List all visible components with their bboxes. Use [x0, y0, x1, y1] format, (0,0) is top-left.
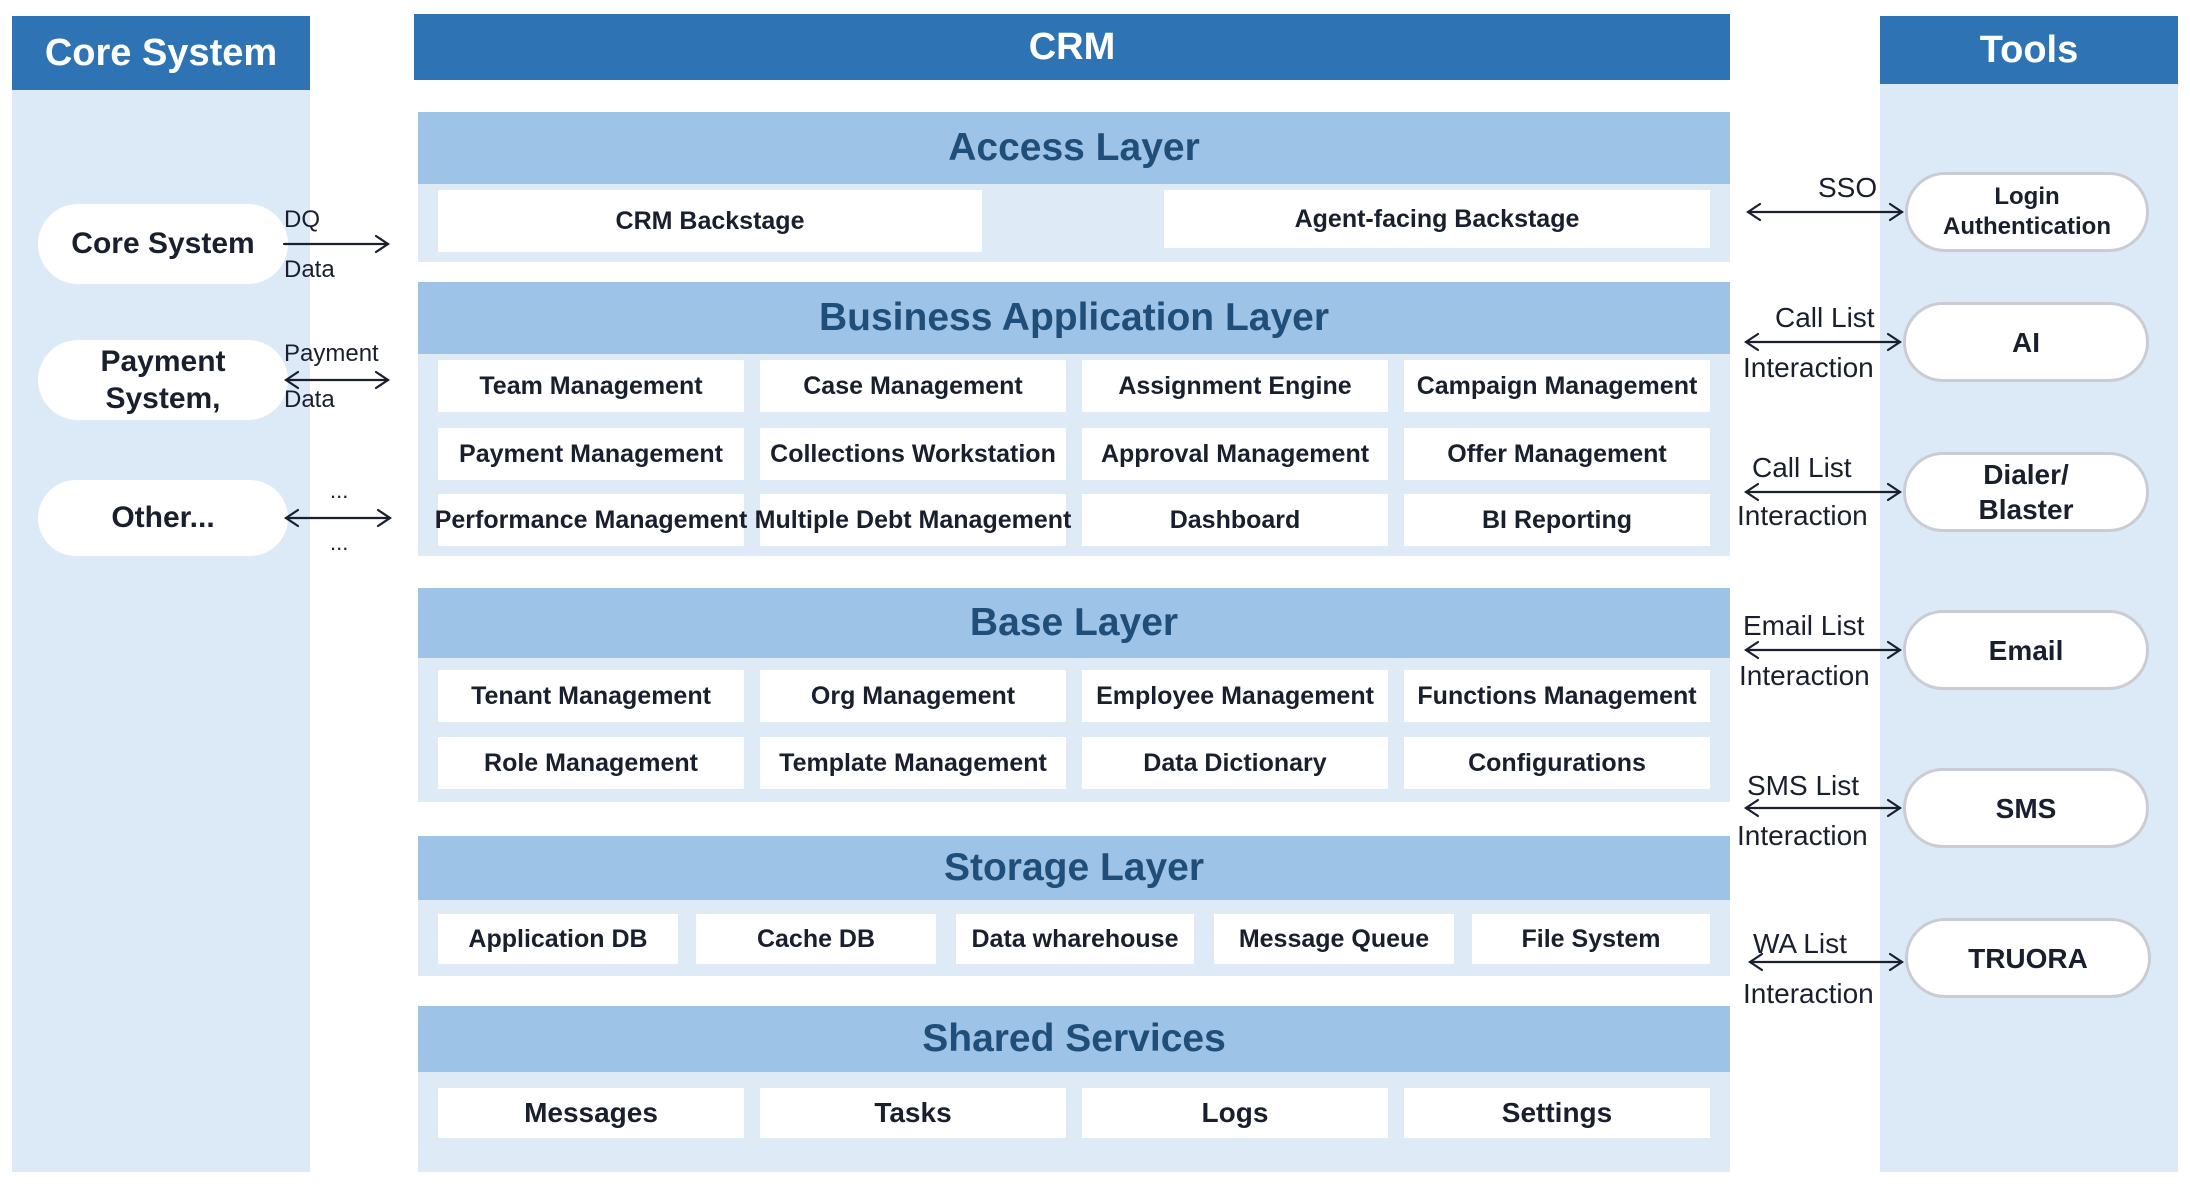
business-module: BI Reporting [1404, 494, 1710, 546]
storage-module: Application DB [438, 914, 678, 964]
wa-top-label: WA List [1753, 928, 1847, 959]
truora-arrow [1748, 952, 1904, 972]
tool-email: Email [1903, 610, 2149, 690]
tool-truora: TRUORA [1905, 918, 2151, 998]
business-module: Multiple Debt Management [755, 494, 1071, 546]
tool-login-authentication: Login Authentication [1905, 172, 2149, 252]
shared-service-module: Messages [438, 1088, 744, 1138]
business-module: Performance Management [435, 494, 747, 546]
ai-top-label: Call List [1775, 302, 1875, 333]
base-module: Employee Management [1082, 670, 1388, 722]
base-layer-title: Base Layer [418, 588, 1730, 658]
sms-bottom-label: Interaction [1737, 820, 1868, 851]
base-module: Configurations [1404, 737, 1710, 789]
payment-system-arrow [284, 370, 390, 390]
dq-label: DQ [284, 206, 320, 233]
sso-arrow [1746, 202, 1904, 222]
core-system-panel-title: Core System [12, 16, 310, 90]
tool-ai: AI [1903, 302, 2149, 382]
crm-backstage-box: CRM Backstage [438, 190, 982, 252]
base-module: Tenant Management [438, 670, 744, 722]
tool-dialer-blaster: Dialer/ Blaster [1903, 452, 2149, 532]
tool-sms: SMS [1903, 768, 2149, 848]
tools-panel-title: Tools [1880, 16, 2178, 84]
business-module: Case Management [760, 360, 1066, 412]
business-module: Collections Workstation [760, 428, 1066, 480]
dialer-top-label: Call List [1752, 452, 1852, 483]
payment-data-label: Data [284, 386, 335, 413]
business-module: Payment Management [438, 428, 744, 480]
storage-module: Data wharehouse [956, 914, 1194, 964]
core-system-node: Core System [38, 204, 288, 284]
base-module: Template Management [760, 737, 1066, 789]
shared-service-module: Logs [1082, 1088, 1388, 1138]
business-module: Approval Management [1082, 428, 1388, 480]
sso-label: SSO [1818, 172, 1878, 203]
business-module: Offer Management [1404, 428, 1710, 480]
ai-arrow [1744, 332, 1902, 352]
business-application-layer-title: Business Application Layer [418, 282, 1730, 354]
dq-data-label: Data [284, 256, 335, 283]
truora-bottom-label: Interaction [1743, 978, 1874, 1009]
business-module: Team Management [438, 360, 744, 412]
storage-layer-title: Storage Layer [418, 836, 1730, 900]
dialer-arrow [1744, 482, 1902, 502]
business-module: Dashboard [1082, 494, 1388, 546]
base-module: Role Management [438, 737, 744, 789]
base-module: Functions Management [1404, 670, 1710, 722]
other-system-arrow [284, 508, 392, 528]
shared-service-module: Settings [1404, 1088, 1710, 1138]
email-arrow [1744, 640, 1902, 660]
other-system-node: Other... [38, 480, 288, 556]
agent-facing-backstage-box: Agent-facing Backstage [1164, 190, 1710, 248]
storage-module: Cache DB [696, 914, 936, 964]
base-module: Org Management [760, 670, 1066, 722]
sms-arrow [1744, 798, 1902, 818]
business-module: Campaign Management [1404, 360, 1710, 412]
email-bottom-label: Interaction [1739, 660, 1870, 691]
payment-label: Payment [284, 340, 379, 367]
business-module: Assignment Engine [1082, 360, 1388, 412]
ai-bottom-label: Interaction [1743, 352, 1874, 383]
access-layer-title: Access Layer [418, 112, 1730, 184]
shared-services-title: Shared Services [418, 1006, 1730, 1072]
storage-module: File System [1472, 914, 1710, 964]
other-top-label: ... [330, 478, 349, 503]
email-top-label: Email List [1743, 610, 1865, 641]
storage-module: Message Queue [1214, 914, 1454, 964]
base-module: Data Dictionary [1082, 737, 1388, 789]
other-bottom-label: ... [330, 530, 349, 555]
dialer-bottom-label: Interaction [1737, 500, 1868, 531]
crm-title-bar: CRM [414, 14, 1730, 80]
sms-top-label: SMS List [1747, 770, 1860, 801]
core-system-arrow [282, 234, 390, 254]
payment-system-node: Payment System, [38, 340, 288, 420]
shared-service-module: Tasks [760, 1088, 1066, 1138]
